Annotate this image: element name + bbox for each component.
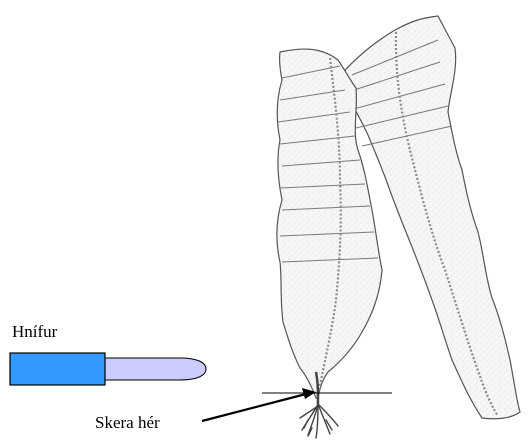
knife-icon: [10, 353, 206, 385]
cut-here-label: Skera hér: [95, 414, 160, 431]
seaweed-holdfast: [300, 404, 338, 438]
knife-label: Hnífur: [12, 323, 57, 340]
knife-handle: [10, 353, 105, 385]
seaweed-illustration: [277, 16, 520, 438]
knife-blade: [104, 358, 206, 380]
